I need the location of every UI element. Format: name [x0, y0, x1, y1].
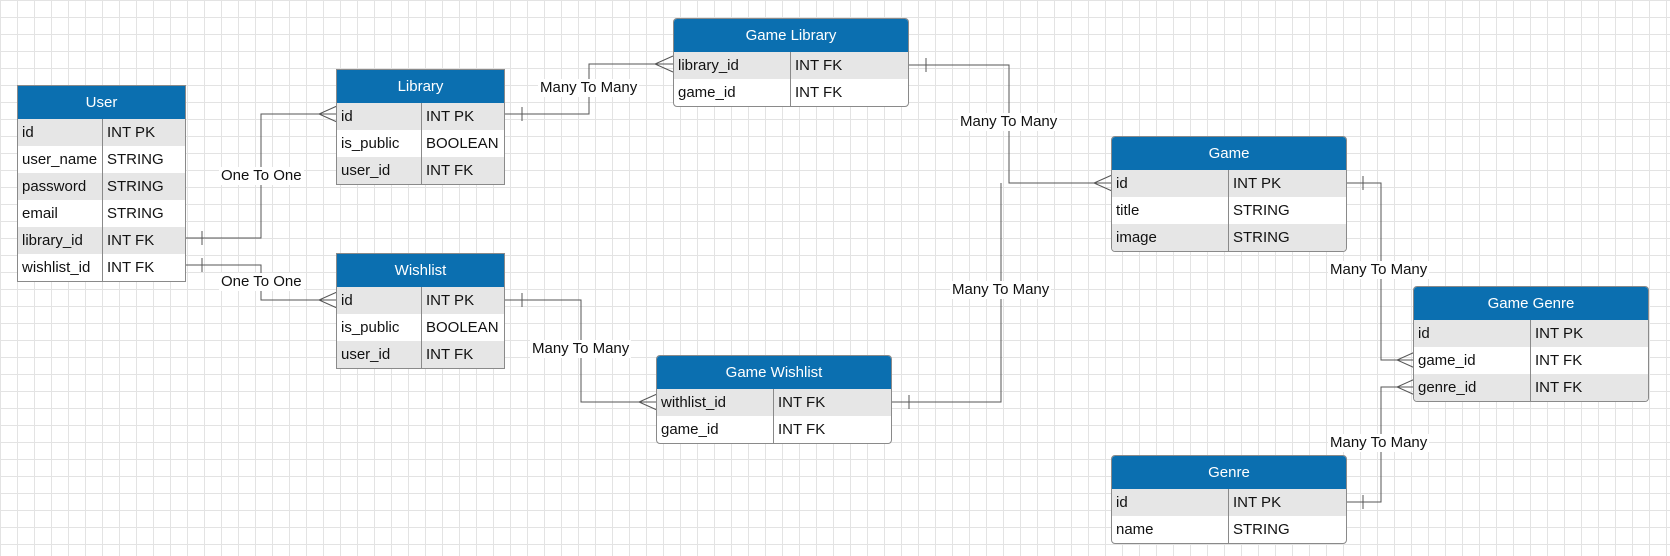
label-gamewishlist-game: Many To Many: [950, 281, 1052, 299]
field-type: STRING: [107, 151, 164, 168]
field-name: title: [1112, 197, 1229, 224]
entity-title: Game Genre: [1414, 287, 1648, 320]
field-type: STRING: [107, 178, 164, 195]
field-type: STRING: [1233, 521, 1290, 538]
field-name: is_public: [337, 314, 422, 341]
field-type: INT FK: [1535, 352, 1583, 369]
field-name: library_id: [674, 52, 791, 79]
label-user-library: One To One: [219, 167, 304, 185]
link-gamewishlist-game: [891, 183, 1002, 403]
label-user-wishlist: One To One: [219, 273, 304, 291]
label-wishlist-gamewishlist: Many To Many: [530, 340, 632, 358]
field-type: INT FK: [107, 259, 155, 276]
field-name: game_id: [674, 79, 791, 106]
field-name: wishlist_id: [18, 254, 103, 281]
label-gamelibrary-game: Many To Many: [958, 113, 1060, 131]
label-genre-gamegenre: Many To Many: [1328, 434, 1430, 452]
field-type: INT FK: [795, 84, 843, 101]
field-type: INT FK: [426, 346, 474, 363]
field-name: user_id: [337, 157, 422, 184]
field-name: password: [18, 173, 103, 200]
field-name: withlist_id: [657, 389, 774, 416]
field-name: name: [1112, 516, 1229, 543]
field-type: INT FK: [1535, 379, 1583, 396]
field-name: id: [1414, 320, 1531, 347]
field-type: INT FK: [778, 394, 826, 411]
field-name: genre_id: [1414, 374, 1531, 401]
field-type: STRING: [1233, 229, 1290, 246]
field-type: BOOLEAN: [426, 319, 499, 336]
field-type: INT PK: [107, 124, 156, 141]
field-name: game_id: [1414, 347, 1531, 374]
entity-title: Game: [1112, 137, 1346, 170]
field-name: id: [1112, 489, 1229, 516]
field-name: id: [337, 287, 422, 314]
entity-title: User: [18, 86, 185, 119]
field-name: image: [1112, 224, 1229, 251]
field-type: INT PK: [1535, 325, 1584, 342]
field-name: user_id: [337, 341, 422, 368]
field-type: INT FK: [426, 162, 474, 179]
field-name: user_name: [18, 146, 103, 173]
field-type: INT FK: [795, 57, 843, 74]
label-library-gamelibrary: Many To Many: [538, 79, 640, 97]
field-name: game_id: [657, 416, 774, 443]
label-game-gamegenre: Many To Many: [1328, 261, 1430, 279]
field-type: INT PK: [426, 108, 475, 125]
field-type: INT PK: [426, 292, 475, 309]
field-name: is_public: [337, 130, 422, 157]
field-name: id: [337, 103, 422, 130]
field-name: library_id: [18, 227, 103, 254]
field-type: BOOLEAN: [426, 135, 499, 152]
field-type: INT PK: [1233, 175, 1282, 192]
field-type: INT FK: [778, 421, 826, 438]
field-name: id: [18, 119, 103, 146]
field-type: INT PK: [1233, 494, 1282, 511]
entity-title: Game Wishlist: [657, 356, 891, 389]
field-type: STRING: [1233, 202, 1290, 219]
entity-title: Library: [337, 70, 504, 103]
field-name: id: [1112, 170, 1229, 197]
entity-title: Wishlist: [337, 254, 504, 287]
field-type: INT FK: [107, 232, 155, 249]
entity-title: Game Library: [674, 19, 908, 52]
entity-title: Genre: [1112, 456, 1346, 489]
field-name: email: [18, 200, 103, 227]
field-type: STRING: [107, 205, 164, 222]
